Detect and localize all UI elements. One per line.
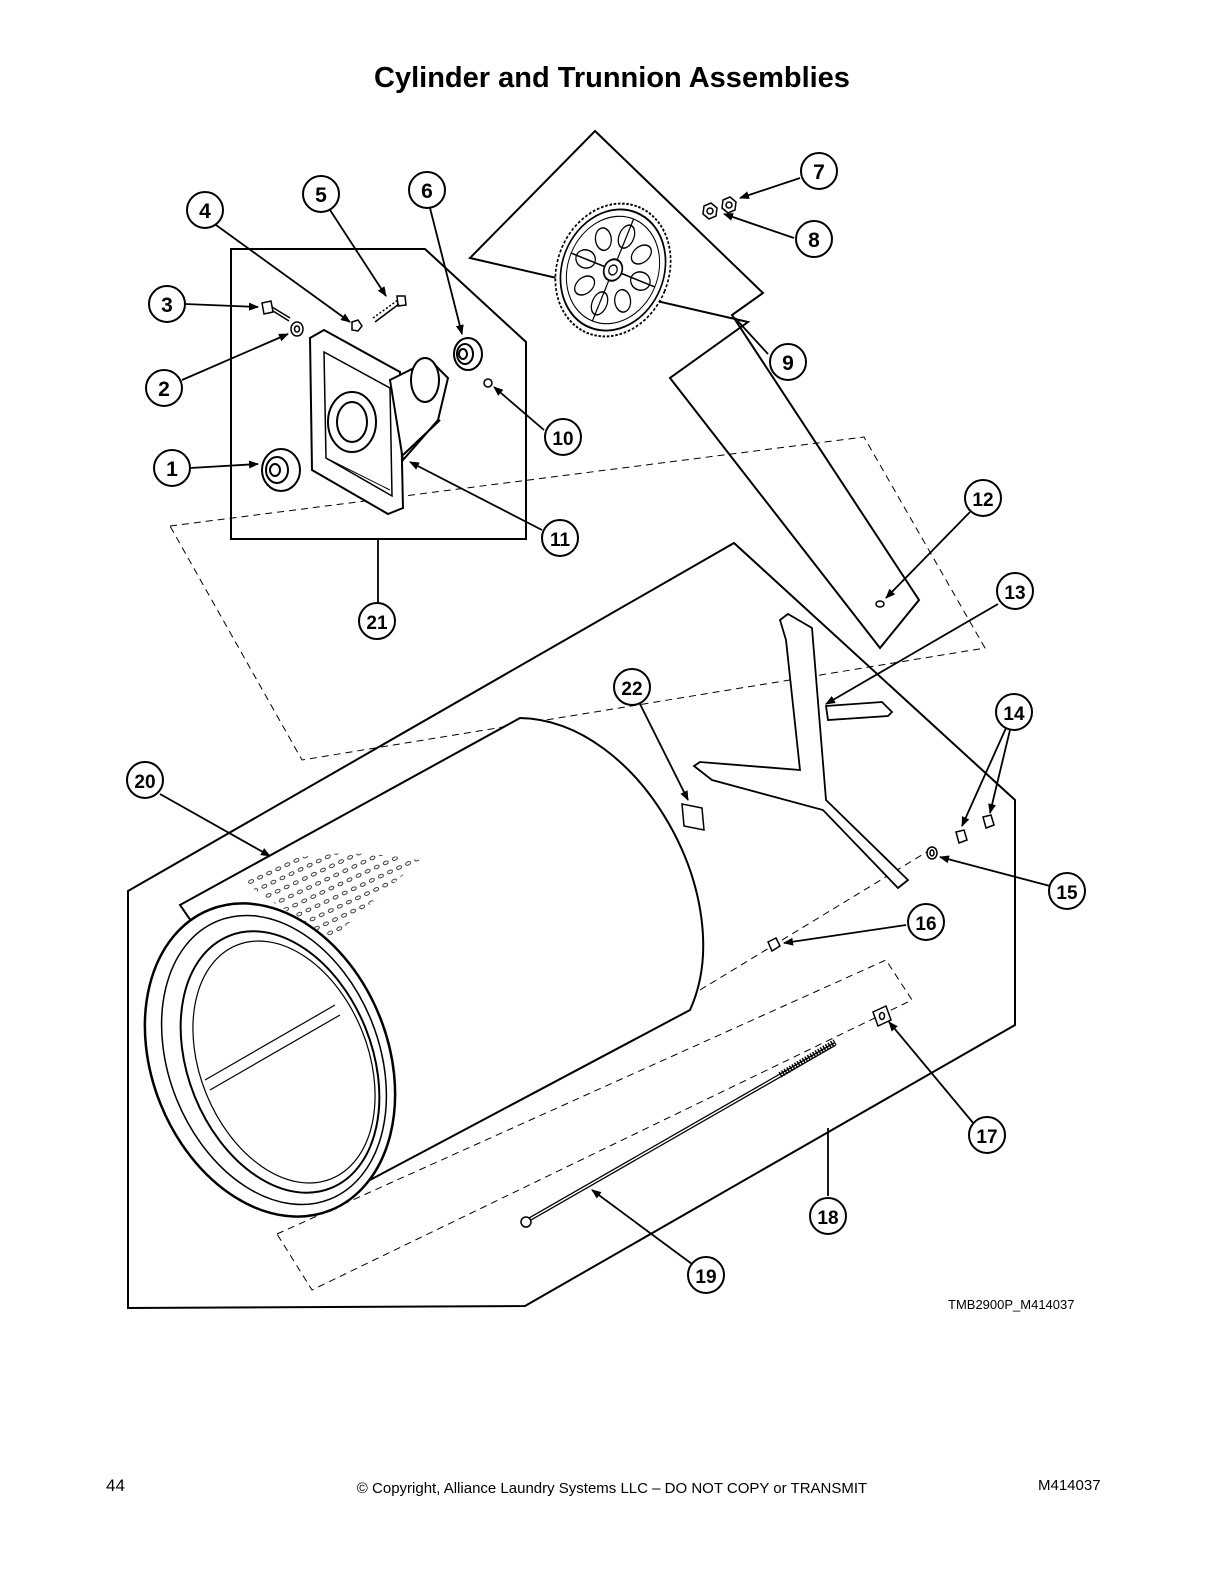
svg-text:5: 5 (315, 184, 327, 207)
svg-text:21: 21 (366, 613, 388, 634)
baffle-part (692, 612, 910, 890)
svg-text:11: 11 (550, 530, 571, 551)
callout-7: 7 (800, 152, 838, 190)
bearing-part (261, 337, 483, 492)
svg-text:2: 2 (158, 378, 170, 401)
svg-text:15: 15 (1056, 883, 1078, 904)
svg-text:3: 3 (161, 294, 173, 317)
callout-15: 15 (1048, 872, 1086, 910)
cylinder-drum-part (143, 716, 705, 1218)
callout-12: 12 (964, 479, 1002, 517)
callout-9: 9 (769, 343, 807, 381)
callout-20: 20 (126, 761, 164, 799)
callout-11: 11 (541, 519, 579, 557)
hardware-part (261, 295, 493, 388)
callout-3: 3 (148, 285, 186, 323)
small-parts (681, 600, 995, 1028)
callout-8: 8 (795, 220, 833, 258)
svg-text:8: 8 (808, 229, 820, 252)
svg-text:6: 6 (421, 180, 433, 203)
svg-text:16: 16 (915, 914, 936, 935)
callout-13: 13 (996, 572, 1034, 610)
svg-text:1: 1 (166, 458, 178, 481)
page-number: 44 (106, 1476, 125, 1495)
page-title: Cylinder and Trunnion Assemblies (374, 62, 850, 94)
callout-4: 4 (186, 191, 224, 229)
trunnion-assembly-group-outline (230, 248, 527, 540)
callout-5: 5 (302, 175, 340, 213)
dashed-assembly-line (699, 849, 931, 991)
callout-18: 18 (809, 1197, 847, 1235)
dashed-trunnion-explode-box (169, 436, 986, 761)
callout-19: 19 (687, 1256, 725, 1294)
callout-16: 16 (907, 903, 945, 941)
dashed-rod-explode-box (276, 959, 913, 1291)
callout-14: 14 (995, 693, 1033, 731)
callout-21: 21 (358, 602, 396, 640)
svg-text:13: 13 (1004, 583, 1025, 604)
svg-text:20: 20 (134, 772, 155, 793)
sprocket-group-outline (468, 129, 921, 650)
svg-text:9: 9 (782, 352, 794, 375)
svg-text:12: 12 (972, 490, 993, 511)
copyright-notice: © Copyright, Alliance Laundry Systems LL… (356, 1480, 868, 1497)
svg-text:19: 19 (695, 1267, 716, 1288)
callout-10: 10 (544, 418, 582, 456)
callout-6: 6 (408, 171, 446, 209)
nut-part (702, 196, 737, 220)
callout-1: 1 (153, 449, 191, 487)
sprocket-part (554, 202, 672, 338)
drawing-reference-code: TMB2900P_M414037 (948, 1297, 1075, 1312)
trunnion-housing-part (308, 328, 450, 516)
document-id: M414037 (1038, 1477, 1101, 1494)
cylinder-assembly-group-outline (127, 541, 1016, 1310)
svg-text:7: 7 (813, 161, 825, 184)
svg-text:22: 22 (621, 679, 642, 700)
leader-lines (159, 177, 1051, 1265)
callout-22: 22 (613, 668, 651, 706)
tie-rod-part (520, 1039, 837, 1228)
callout-2: 2 (145, 369, 183, 407)
svg-text:4: 4 (199, 200, 211, 223)
svg-text:18: 18 (817, 1208, 838, 1229)
svg-text:14: 14 (1003, 704, 1025, 725)
svg-text:10: 10 (552, 429, 573, 450)
svg-text:17: 17 (976, 1127, 997, 1148)
callout-17: 17 (968, 1116, 1006, 1154)
